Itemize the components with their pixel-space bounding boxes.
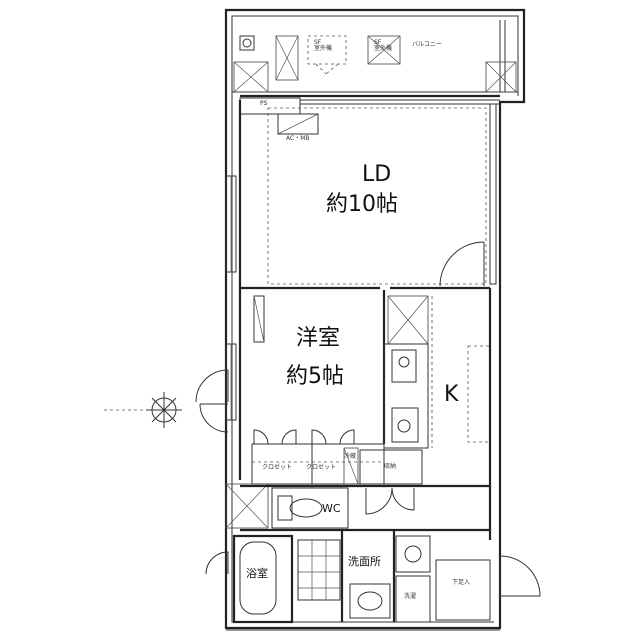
shoe-storage-label: 下足入 [452,579,471,586]
ac-unit-label-1: SF 室外機 [314,39,333,52]
kitchen-area [383,288,492,540]
entrance [435,555,541,621]
ld-name: LD [362,162,392,187]
ld-window [240,94,500,105]
fridge-label: 冷蔵 [344,453,357,460]
laundry-label: 洗濯 [404,593,417,600]
bath-name: 浴室 [246,567,268,580]
western-room-name: 洋室 [296,326,341,351]
balcony-area [231,15,519,93]
fridge-storage [343,447,423,485]
washroom [340,530,431,623]
bath-room [205,534,341,624]
closet-label-2: クロゼット [306,464,337,471]
corridor [225,483,490,529]
wc-name: WC [322,502,341,515]
closets [251,429,385,485]
western-room-size: 約5帖 [286,364,344,389]
closet-label-1: クロゼット [262,464,293,471]
ps-label: PS [260,100,268,107]
acmb-label: AC・MB [286,135,310,142]
compass-icon [104,392,182,428]
kitchen-name: K [444,382,459,407]
ps-acmb [239,97,319,135]
ld-size: 約10帖 [326,192,398,217]
ld-room [225,100,497,290]
balcony-label: バルコニー [412,41,442,48]
washroom-name: 洗面所 [348,555,381,568]
ac-unit-label-2: SF 室外機 [374,39,393,52]
wc-room [240,487,490,532]
storage-label: 収納 [384,463,397,470]
